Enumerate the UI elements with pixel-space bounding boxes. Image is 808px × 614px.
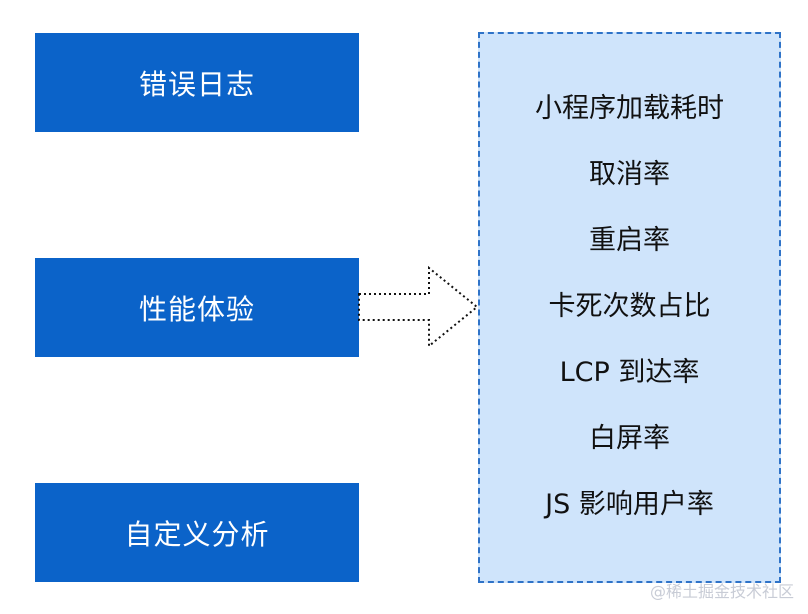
- metric-cancel-rate: 取消率: [589, 159, 670, 190]
- performance-experience-label: 性能体验: [138, 292, 255, 326]
- error-log-label: 错误日志: [138, 67, 255, 101]
- metric-js-user-impact-rate: JS 影响用户率: [545, 489, 714, 520]
- performance-experience-box: 性能体验: [35, 258, 359, 357]
- metric-lcp-reach-rate: LCP 到达率: [559, 357, 700, 388]
- metric-mini-program-load-time: 小程序加载耗时: [535, 93, 724, 124]
- watermark: @稀土掘金技术社区: [649, 582, 794, 601]
- right-arrow-icon: [358, 265, 479, 349]
- metric-restart-rate: 重启率: [589, 225, 670, 256]
- metrics-panel: 小程序加载耗时 取消率 重启率 卡死次数占比 LCP 到达率 白屏率 JS 影响…: [478, 32, 781, 583]
- custom-analysis-box: 自定义分析: [35, 483, 359, 582]
- metric-freeze-ratio: 卡死次数占比: [548, 291, 711, 322]
- metric-white-screen-rate: 白屏率: [589, 423, 670, 454]
- custom-analysis-label: 自定义分析: [124, 517, 270, 551]
- error-log-box: 错误日志: [35, 33, 359, 132]
